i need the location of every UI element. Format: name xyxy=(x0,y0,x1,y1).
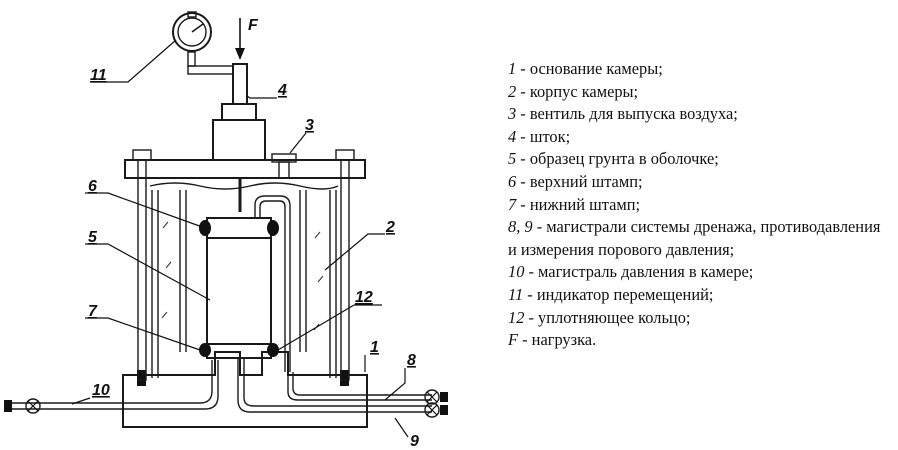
callout-7: 7 xyxy=(88,303,98,320)
piston-assembly xyxy=(187,51,266,212)
legend: 1 - основание камеры; 2 - корпус камеры;… xyxy=(508,58,893,352)
callout-8: 8 xyxy=(407,352,416,369)
legend-item: 1 - основание камеры; xyxy=(508,59,663,78)
legend-item: F - нагрузка. xyxy=(508,330,597,350)
force-arrow xyxy=(235,18,245,60)
force-label: F xyxy=(248,17,259,34)
legend-item: 3 - вентиль для выпуска воздуха; xyxy=(508,104,738,124)
legend-item: 7 - нижний штамп; xyxy=(508,194,641,214)
callout-6: 6 xyxy=(88,178,97,195)
top-plate xyxy=(124,159,366,179)
legend-item: 2 - корпус камеры; xyxy=(508,81,639,101)
tie-rods xyxy=(132,149,355,381)
air-valve xyxy=(271,153,297,179)
legend-item: 10 - магистраль давления в камере; xyxy=(508,262,754,282)
legend-item: 4 - шток; xyxy=(508,126,571,146)
chamber-base xyxy=(122,351,368,428)
callout-5: 5 xyxy=(88,229,98,246)
callout-1: 1 xyxy=(370,339,379,356)
legend-item: 12 - уплотняющее кольцо; xyxy=(508,307,691,327)
leader-lines xyxy=(71,39,409,438)
callout-12: 12 xyxy=(355,289,373,306)
legend-item: 6 - верхний штамп; xyxy=(508,171,643,191)
chamber-body xyxy=(149,182,339,378)
callout-11: 11 xyxy=(90,67,107,84)
legend-item: 11 - индикатор перемещений; xyxy=(508,284,714,304)
callout-9: 9 xyxy=(410,433,419,450)
callout-3: 3 xyxy=(305,117,314,134)
callout-10: 10 xyxy=(92,382,110,399)
soil-sample xyxy=(199,217,279,359)
line-10 xyxy=(4,360,219,414)
dial-gauge xyxy=(172,11,212,52)
drainage-tube xyxy=(254,195,291,372)
callout-2: 2 xyxy=(385,219,395,236)
callout-4: 4 xyxy=(277,82,287,99)
legend-item: 5 - образец грунта в оболочке; xyxy=(508,149,719,169)
legend-item: 8, 9 - магистрали системы дренажа, проти… xyxy=(508,217,881,259)
lines-8-9 xyxy=(237,358,448,418)
triaxial-chamber-diagram: F xyxy=(4,11,448,450)
